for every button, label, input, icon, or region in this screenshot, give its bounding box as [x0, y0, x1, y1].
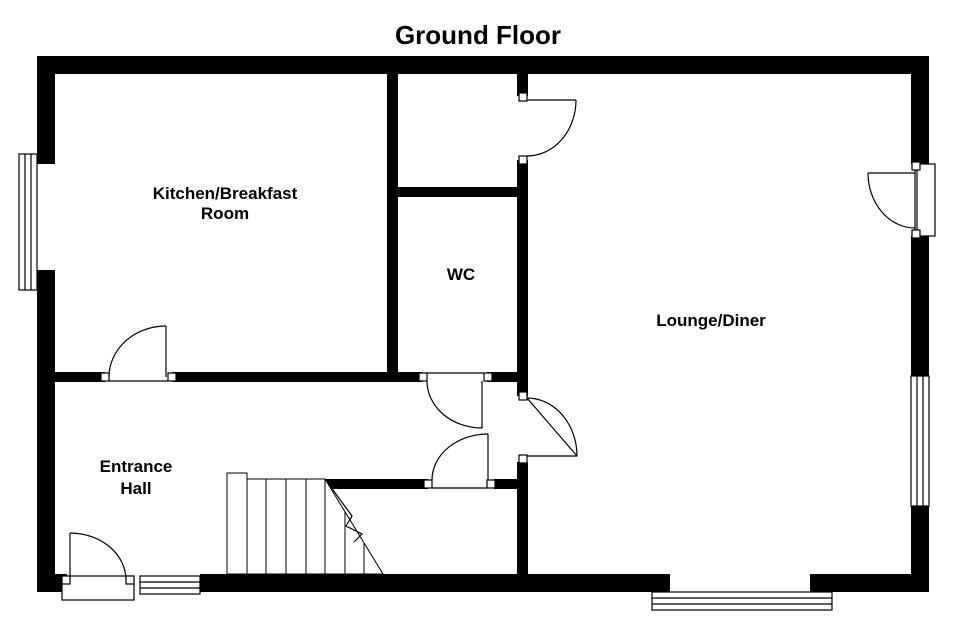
- door-wc-top: [518, 92, 577, 165]
- window-lounge-bottom: [651, 591, 833, 611]
- door-front: [61, 532, 135, 601]
- door-lounge-right: [867, 161, 936, 239]
- door-wc-bottom: [418, 372, 493, 429]
- outer-walls: [37, 56, 929, 592]
- interior-walls: [55, 74, 528, 574]
- hall-label-line2: Hall: [120, 479, 151, 498]
- stairs: [226, 472, 384, 575]
- kitchen-label-line2: Room: [201, 204, 249, 223]
- lounge-label: Lounge/Diner: [656, 311, 766, 330]
- window-kitchen-left: [18, 153, 38, 291]
- door-cupboard: [423, 433, 496, 489]
- hall-label-line1: Entrance: [100, 457, 173, 476]
- plan-title: Ground Floor: [394, 20, 562, 50]
- windows: [18, 153, 930, 611]
- window-hall-bottom: [139, 575, 201, 595]
- window-lounge-right: [910, 375, 930, 507]
- door-kitchen: [100, 325, 177, 382]
- kitchen-label-line1: Kitchen/Breakfast: [153, 184, 298, 203]
- wc-label: WC: [447, 265, 475, 284]
- door-lounge-hall: [518, 391, 578, 464]
